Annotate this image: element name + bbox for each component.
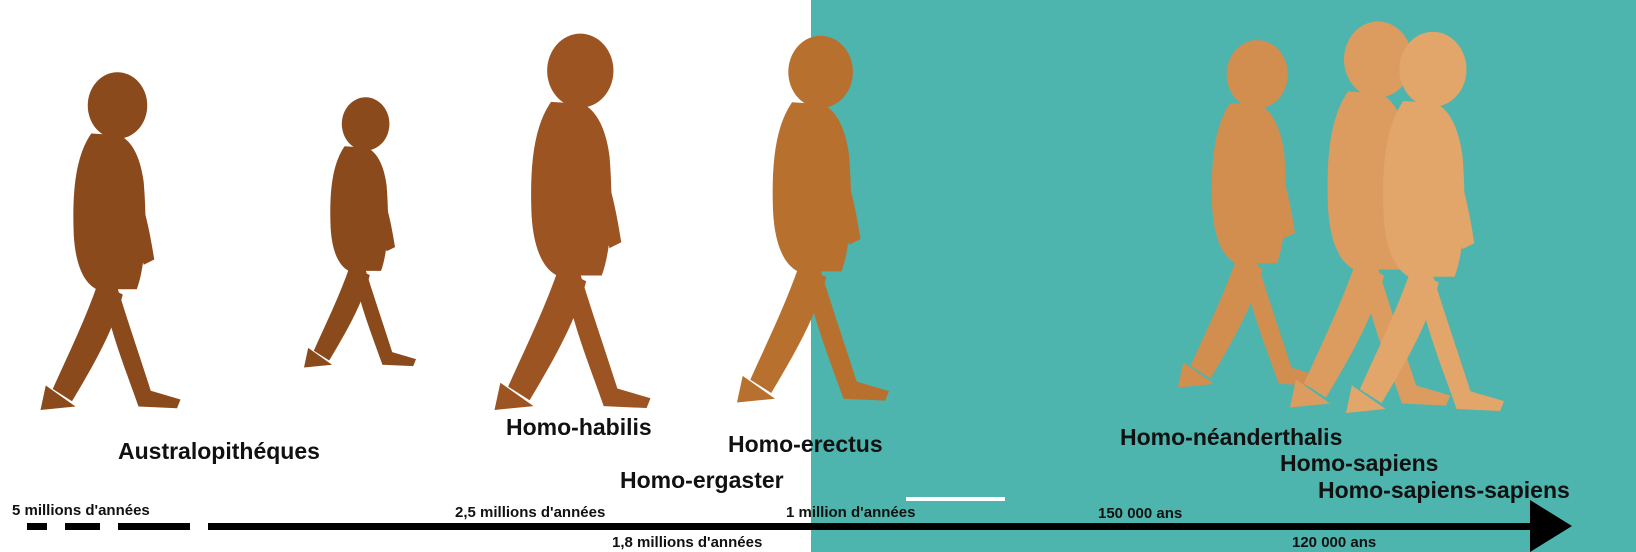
time-120000: 120 000 ans [1292,535,1376,550]
timeline-dash [27,523,47,530]
time-5-millions: 5 millions d'années [12,503,150,518]
homo-neanderthalis-figure [1178,40,1322,387]
homo-habilis-figure [495,34,651,410]
time-1-million: 1 million d'années [786,505,915,520]
label-homo-sapiens: Homo-sapiens [1280,452,1438,475]
time-2-5-millions: 2,5 millions d'années [455,505,605,520]
australopithecus-figure-1 [41,72,181,410]
label-homo-neanderthalis: Homo-néanderthalis [1120,426,1342,449]
label-homo-habilis: Homo-habilis [506,416,652,439]
timeline-dash [118,523,190,530]
timeline-white-marker [906,497,1005,501]
timeline-dash [65,523,100,530]
label-australopitheques: Australopithéques [118,440,320,463]
label-homo-sapiens-sapiens: Homo-sapiens-sapiens [1318,479,1570,502]
time-1-8-millions: 1,8 millions d'années [612,535,762,550]
label-homo-ergaster: Homo-ergaster [620,469,784,492]
timeline-arrowhead [1530,500,1574,552]
australopithecus-figure-2 [304,97,416,367]
homo-erectus-figure [737,36,889,403]
timeline-axis [208,523,1548,530]
time-150000: 150 000 ans [1098,506,1182,521]
label-homo-erectus: Homo-erectus [728,433,883,456]
